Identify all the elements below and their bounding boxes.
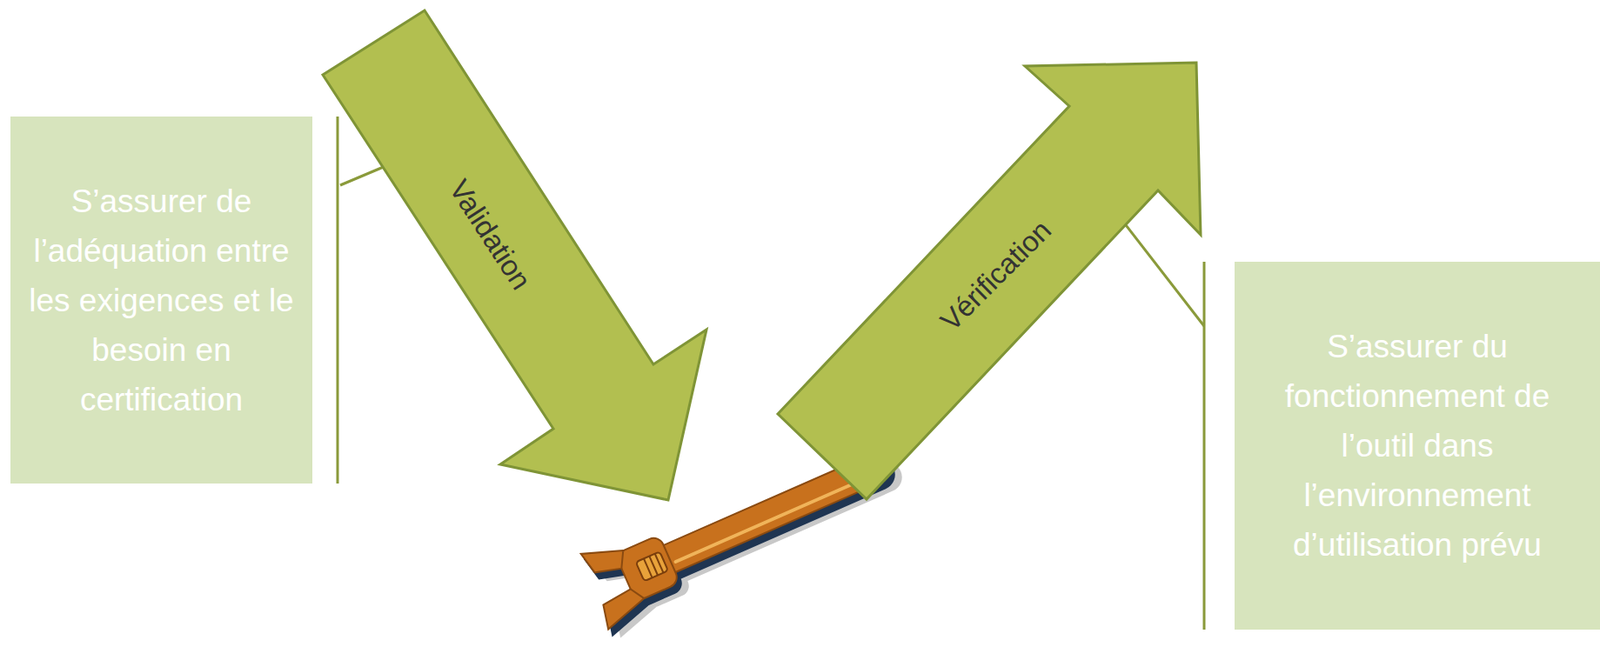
arrow-outline (777, 62, 1201, 500)
bracket-line (336, 116, 340, 484)
wrench-jaw (596, 585, 650, 630)
bracket-line (1203, 261, 1206, 630)
wrench-knurl (643, 558, 653, 578)
box-text: S’assurer du fonctionnement de l’outil d… (1251, 321, 1583, 570)
arrow-outline (322, 10, 707, 501)
wrench-screw (635, 551, 669, 582)
note-box: S’assurer de l’adéquation entre les exig… (10, 116, 313, 484)
process-arrow: Vérification (777, 62, 1201, 500)
box-text: S’assurer de l’adéquation entre les exig… (27, 176, 295, 425)
wrench-highlight (675, 482, 859, 563)
note-box: S’assurer du fonctionnement de l’outil d… (1234, 261, 1600, 630)
process-arrow: Validation (322, 10, 707, 501)
wrench-jaw (581, 537, 630, 582)
